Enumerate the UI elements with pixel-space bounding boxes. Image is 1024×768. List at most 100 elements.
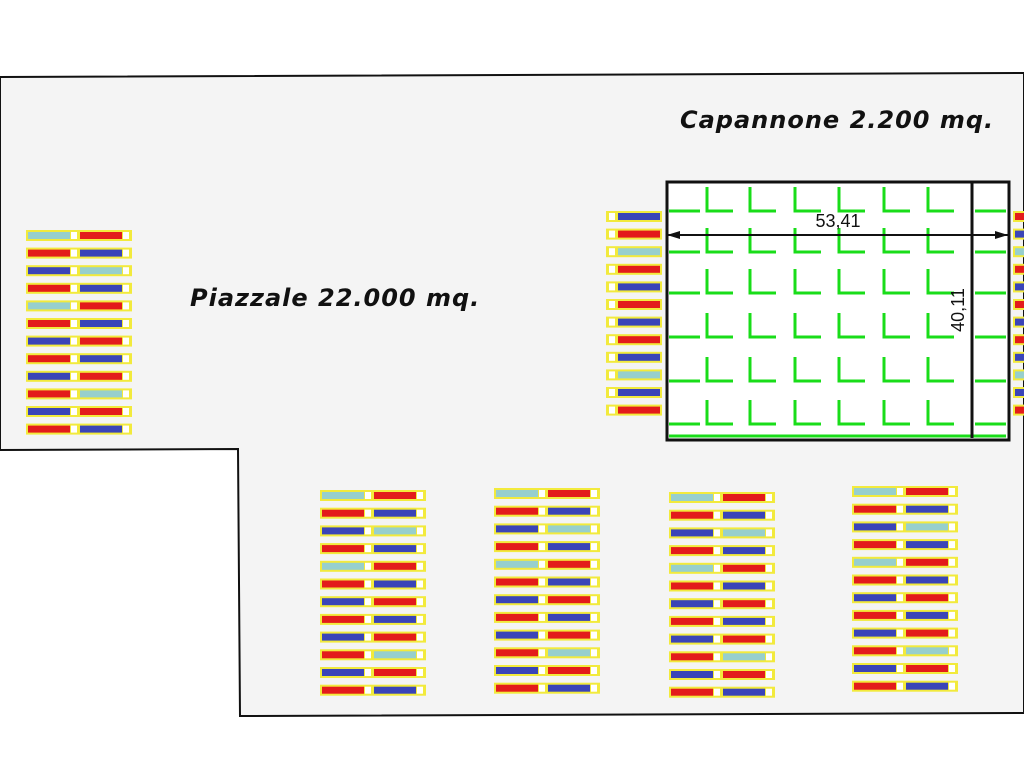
grid-corner-mark	[926, 357, 954, 383]
warehouse-area-label: Capannone 2.200 mq.	[680, 106, 994, 134]
storage-unit-edge	[1013, 263, 1024, 275]
storage-unit	[320, 507, 426, 519]
storage-unit	[852, 592, 958, 604]
storage-unit	[852, 521, 958, 533]
storage-unit	[320, 649, 426, 661]
storage-unit	[494, 682, 600, 694]
width-arrow-left	[667, 231, 680, 239]
storage-unit	[669, 633, 775, 645]
storage-unit	[494, 523, 600, 535]
storage-unit	[26, 423, 132, 435]
warehouse-building: 53,41 40,11	[665, 180, 1011, 442]
storage-unit	[320, 684, 426, 696]
warehouse-outline	[665, 180, 1011, 442]
grid-corner-mark	[882, 187, 910, 213]
storage-unit-edge	[1013, 228, 1024, 240]
storage-unit	[26, 406, 132, 417]
storage-unit	[669, 580, 775, 592]
storage-unit-edge	[1013, 334, 1024, 346]
storage-unit	[26, 353, 132, 365]
storage-unit	[320, 490, 426, 501]
storage-unit	[852, 680, 958, 692]
yard-area-label: Piazzale 22.000 mq.	[190, 284, 480, 312]
storage-unit	[26, 247, 132, 259]
storage-unit	[320, 613, 426, 625]
storage-unit	[852, 663, 958, 674]
storage-unit	[669, 492, 775, 503]
storage-unit	[26, 370, 132, 382]
storage-units	[26, 211, 1024, 698]
grid-corner-mark	[748, 400, 776, 426]
grid-corner-mark	[705, 269, 733, 295]
grid-corner-mark	[926, 187, 954, 213]
storage-unit	[26, 265, 132, 277]
storage-unit	[494, 488, 600, 499]
storage-unit-edge	[1013, 299, 1024, 310]
storage-unit	[320, 596, 426, 608]
grid-corner-mark	[748, 269, 776, 295]
grid-corner-mark	[926, 313, 954, 339]
storage-unit	[669, 651, 775, 663]
storage-unit	[669, 545, 775, 557]
storage-unit-partial	[606, 404, 662, 416]
storage-unit	[494, 665, 600, 676]
grid-corner-mark	[837, 357, 865, 383]
grid-corner-mark	[793, 187, 821, 213]
grid-corner-mark	[748, 357, 776, 383]
height-dimension-label: 40,11	[948, 288, 968, 332]
storage-unit	[320, 631, 426, 643]
storage-unit	[852, 486, 958, 497]
storage-unit	[494, 505, 600, 517]
storage-unit-partial	[606, 263, 662, 275]
storage-unit	[494, 629, 600, 641]
grid-corner-mark	[882, 357, 910, 383]
storage-unit	[26, 300, 132, 312]
storage-unit-edge	[1013, 351, 1024, 363]
grid-corner-mark	[882, 269, 910, 295]
storage-unit	[494, 576, 600, 588]
storage-unit-partial	[606, 246, 662, 258]
grid-corner-mark	[705, 187, 733, 213]
grid-corner-mark	[705, 400, 733, 426]
storage-unit	[26, 388, 132, 400]
storage-unit	[852, 627, 958, 639]
grid-corner-mark	[793, 269, 821, 295]
grid-corner-mark	[748, 187, 776, 213]
storage-unit	[852, 609, 958, 621]
storage-unit-edge	[1013, 316, 1024, 328]
storage-unit-partial	[606, 316, 662, 328]
storage-unit	[494, 558, 600, 570]
storage-unit-edge	[1013, 281, 1024, 293]
storage-unit	[26, 335, 132, 347]
storage-unit	[26, 282, 132, 294]
storage-unit	[669, 509, 775, 521]
grid-corner-mark	[837, 187, 865, 213]
storage-unit	[494, 611, 600, 623]
storage-unit	[669, 615, 775, 627]
storage-unit-partial	[606, 211, 662, 222]
grid-corner-mark	[837, 269, 865, 295]
grid-corner-mark	[793, 400, 821, 426]
grid-corner-mark	[705, 357, 733, 383]
grid-corner-mark	[926, 269, 954, 295]
storage-unit-partial	[606, 228, 662, 240]
storage-unit-edge	[1013, 211, 1024, 222]
storage-unit-partial	[606, 351, 662, 363]
storage-unit	[852, 503, 958, 515]
storage-unit	[320, 525, 426, 537]
storage-unit	[494, 594, 600, 606]
storage-unit	[494, 541, 600, 553]
grid-corner-mark	[837, 313, 865, 339]
storage-unit	[320, 560, 426, 572]
storage-unit-edge	[1013, 369, 1024, 381]
storage-unit	[852, 645, 958, 657]
storage-unit-partial	[606, 334, 662, 346]
storage-unit	[26, 318, 132, 329]
grid-corner-mark	[926, 400, 954, 426]
storage-unit-edge	[1013, 246, 1024, 258]
storage-unit	[320, 667, 426, 678]
width-arrow-right	[995, 231, 1008, 239]
grid-corner-mark	[705, 313, 733, 339]
storage-unit	[852, 539, 958, 551]
